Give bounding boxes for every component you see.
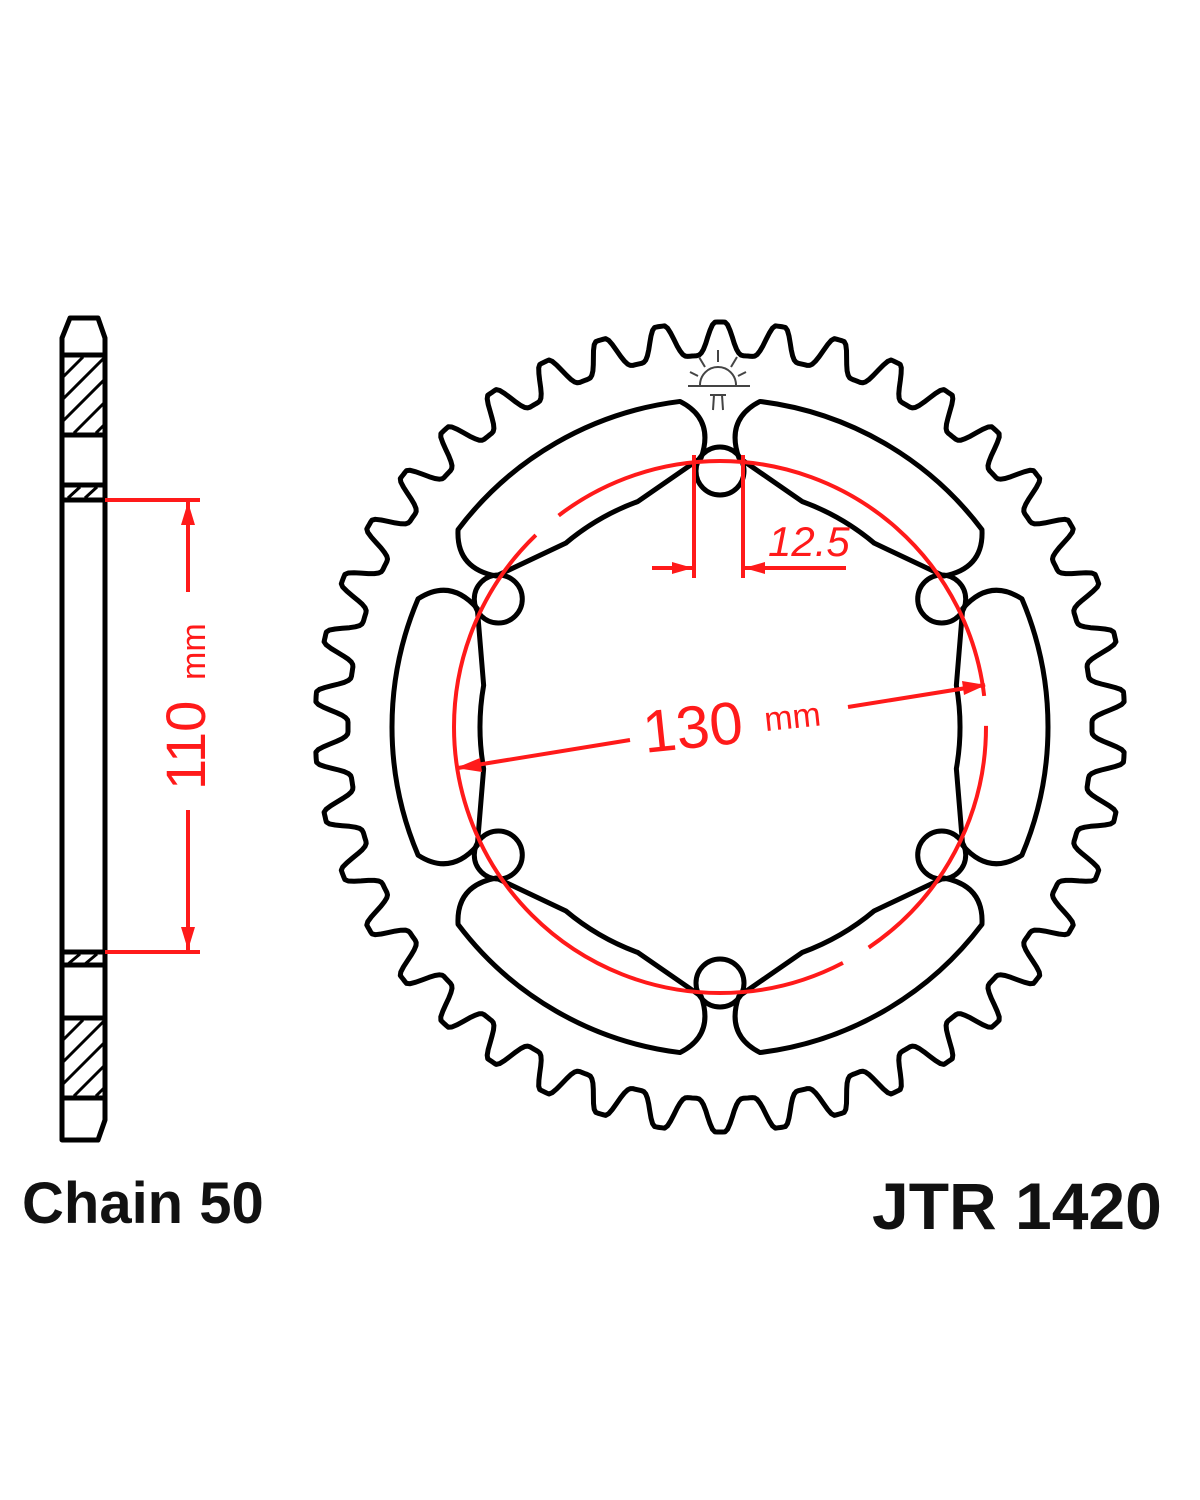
- bolt-hole: [693, 956, 747, 1010]
- pcd-unit: mm: [762, 695, 822, 739]
- dimension-110-unit: mm: [175, 623, 213, 680]
- hole-diameter-value: 12.5: [768, 518, 850, 565]
- arrow-down-icon: [181, 927, 195, 950]
- bolt-hole: [915, 828, 969, 882]
- dimension-110: 110: [154, 701, 217, 790]
- arrow-right-icon: [962, 681, 986, 695]
- jt-logo-icon: [688, 350, 750, 411]
- sprocket-outline: [313, 319, 1127, 1135]
- chain-label: Chain 50: [22, 1171, 264, 1236]
- arrow-up-icon: [181, 502, 195, 525]
- pcd-dimension: 130 mm: [456, 681, 986, 772]
- part-number: JTR 1420: [872, 1169, 1162, 1243]
- hole-dimension: 12.5: [652, 455, 850, 578]
- lightening-window: [732, 875, 985, 1056]
- pcd-value: 130: [639, 689, 746, 766]
- bolt-hole: [471, 828, 525, 882]
- bolt-hole: [693, 444, 747, 498]
- lightening-window: [732, 398, 985, 579]
- lightening-windows: [389, 398, 1051, 1056]
- bolt-hole: [471, 572, 525, 626]
- side-profile: [59, 315, 108, 1143]
- lightening-window: [455, 398, 708, 579]
- lightening-window: [455, 875, 708, 1056]
- bolt-hole: [915, 572, 969, 626]
- hatching: [60, 355, 107, 1098]
- side-view: 110 mm: [59, 315, 217, 1143]
- arrow-right-icon: [672, 562, 693, 574]
- pcd-circle: [452, 459, 988, 995]
- height-dimension: 110 mm: [105, 498, 217, 954]
- lightening-window: [389, 587, 487, 867]
- arrow-left-icon: [456, 758, 482, 772]
- arrow-left-icon: [744, 562, 765, 574]
- lightening-window: [953, 587, 1051, 867]
